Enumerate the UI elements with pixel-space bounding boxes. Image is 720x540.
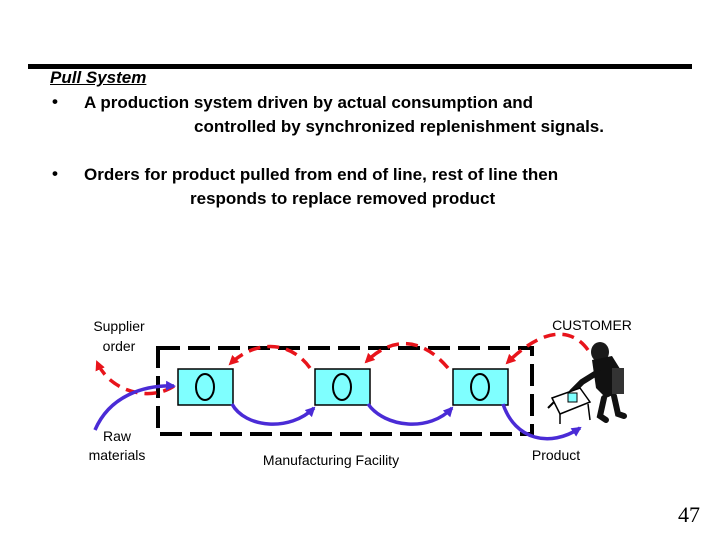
supplier-order-label-line-2: order — [102, 338, 136, 354]
raw-materials-label-line-2: materials — [88, 447, 146, 463]
station-3 — [452, 368, 509, 406]
facility-boundary — [156, 346, 534, 436]
supplier-order-label-line-1: Supplier — [93, 318, 145, 334]
product-flow — [501, 403, 582, 441]
slide-heading: Pull System — [50, 68, 147, 87]
pull-signal-station-2-to-1 — [228, 344, 312, 370]
pull-signal-customer-to-station-3 — [505, 332, 590, 365]
customer-label: CUSTOMER — [552, 317, 632, 333]
station-2 — [314, 368, 371, 406]
bullet-1-line-1: A production system driven by actual con… — [84, 93, 533, 112]
manufacturing-facility-label: Manufacturing Facility — [262, 452, 400, 468]
pull-signal-station-3-to-2 — [364, 341, 450, 370]
product-label: Product — [531, 447, 581, 463]
bullet-1-line-2: controlled by synchronized replenishment… — [194, 117, 604, 136]
page-number: 47 — [678, 502, 700, 527]
raw-materials-label-line-1: Raw — [102, 428, 131, 444]
bullet-marker-1: • — [52, 92, 58, 111]
flow-station-2-to-3 — [366, 402, 454, 426]
bullet-2-line-1: Orders for product pulled from end of li… — [84, 165, 559, 184]
customer-figure-icon — [547, 342, 627, 424]
raw-materials-flow — [93, 380, 176, 431]
title-rule — [28, 64, 692, 69]
bullet-2-line-2: responds to replace removed product — [190, 189, 496, 208]
flow-station-1-to-2 — [230, 403, 316, 426]
bullet-marker-2: • — [52, 164, 58, 183]
supplier-order-signal — [95, 360, 175, 396]
station-1 — [177, 368, 234, 406]
